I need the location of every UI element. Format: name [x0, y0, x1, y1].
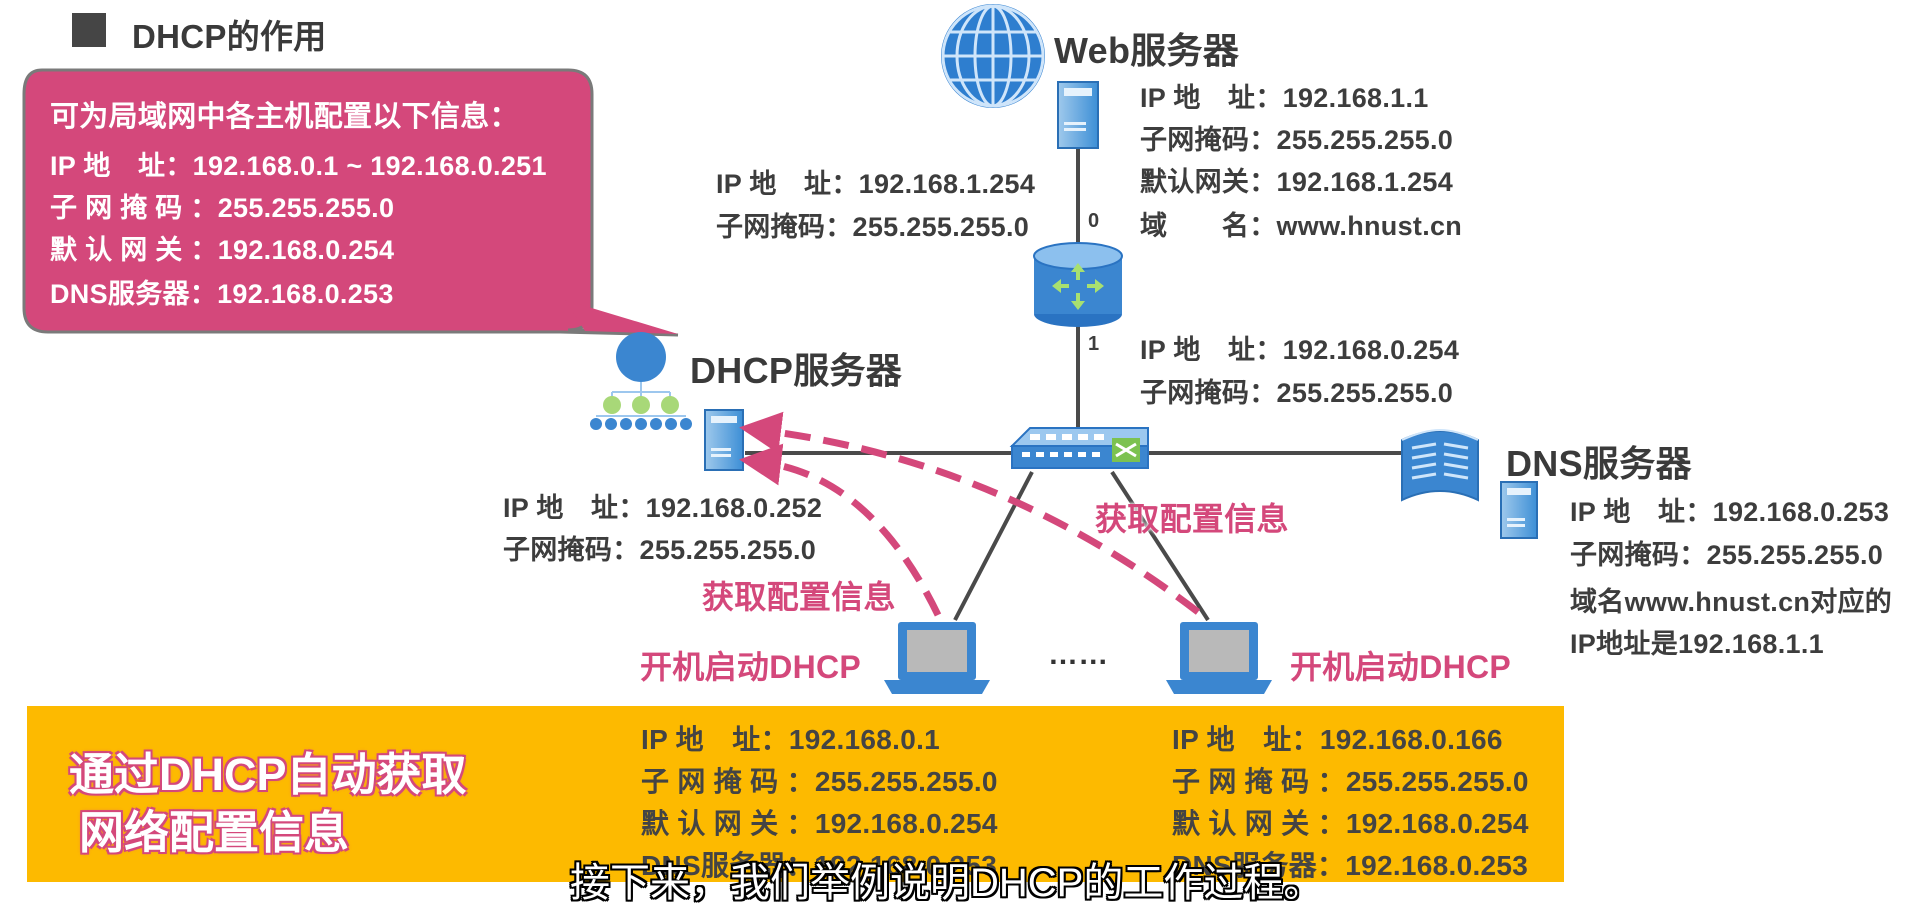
right-host-ip: IP 地 址：192.168.0.166	[1172, 724, 1503, 755]
callout-dns: DNS服务器：192.168.0.253	[50, 279, 394, 309]
left-host-dns: DNS服务器：192.168.0.253	[641, 850, 998, 881]
dhcp-server-label: DHCP服务器	[690, 350, 903, 391]
host-left-label: 开机启动DHCP	[640, 649, 862, 685]
switch-icon	[1009, 427, 1149, 469]
laptop-left-icon	[884, 622, 990, 694]
callout-gateway: 默 认 网 关 ：192.168.0.254	[50, 235, 395, 265]
right-host-mask: 子 网 掩 码 ：255.255.255.0	[1172, 766, 1529, 797]
router-upper-ip: IP 地 址：192.168.1.254	[716, 169, 1036, 199]
globe-icon	[941, 4, 1045, 108]
dns-server-ip: IP 地 址：192.168.0.253	[1570, 497, 1890, 527]
callout-title: 可为局域网中各主机配置以下信息：	[50, 101, 519, 133]
router-port-1: 1	[1088, 333, 1100, 355]
banner-title-line1: 通过DHCP自动获取	[69, 749, 467, 800]
link-switch-host-right	[1110, 470, 1210, 622]
banner-title-line2: 网络配置信息	[78, 807, 349, 858]
section-marker	[72, 13, 106, 47]
arrow-left-host-to-dhcp	[739, 443, 942, 617]
dns-server-record-line2: IP地址是192.168.1.1	[1570, 629, 1824, 659]
router-port-0: 0	[1088, 210, 1100, 232]
dns-server-icon	[1500, 481, 1538, 539]
dhcp-server-ip: IP 地 址：192.168.0.252	[503, 493, 823, 523]
router-lower-ip: IP 地 址：192.168.0.254	[1140, 335, 1460, 365]
web-server-gateway: 默认网关：192.168.1.254	[1140, 167, 1454, 197]
hosts-ellipsis: ……	[1048, 638, 1109, 671]
laptop-right-icon	[1166, 622, 1272, 694]
web-server-ip: IP 地 址：192.168.1.1	[1140, 83, 1429, 113]
callout-tail	[565, 300, 678, 334]
banner-title: 通过DHCP自动获取 网络配置信息	[69, 746, 467, 862]
dns-server-mask: 子网掩码：255.255.255.0	[1570, 540, 1884, 570]
dns-server-label: DNS服务器	[1506, 443, 1692, 484]
web-server-icon	[1057, 81, 1099, 149]
dhcp-server-icon	[704, 409, 744, 471]
web-server-mask: 子网掩码：255.255.255.0	[1140, 125, 1454, 155]
router-upper-mask: 子网掩码：255.255.255.0	[716, 212, 1030, 242]
web-server-label: Web服务器	[1054, 30, 1240, 71]
arrow-right-host-to-dhcp	[739, 411, 1201, 615]
arrow-label-left: 获取配置信息	[702, 579, 896, 615]
dhcp-org-icon	[590, 332, 692, 430]
section-title: DHCP的作用	[132, 18, 327, 55]
right-host-gateway: 默 认 网 关 ：192.168.0.254	[1172, 808, 1529, 839]
left-host-gateway: 默 认 网 关 ：192.168.0.254	[641, 808, 998, 839]
router-icon	[1033, 242, 1123, 327]
web-server-domain: 域 名：www.hnust.cn	[1140, 211, 1463, 241]
host-right-label: 开机启动DHCP	[1290, 649, 1512, 685]
callout-subnet-mask: 子 网 掩 码 ：255.255.255.0	[50, 193, 395, 223]
video-subtitle: 接下来，我们举例说明DHCP的工作过程。	[570, 861, 1324, 905]
right-host-dns: DNS服务器：192.168.0.253	[1172, 850, 1529, 881]
router-lower-mask: 子网掩码：255.255.255.0	[1140, 378, 1454, 408]
dhcp-server-mask: 子网掩码：255.255.255.0	[503, 535, 817, 565]
left-host-ip: IP 地 址：192.168.0.1	[641, 724, 941, 755]
dns-server-record-line1: 域名www.hnust.cn对应的	[1570, 587, 1893, 617]
dns-book-icon	[1401, 428, 1479, 502]
callout-ip-range: IP 地 址：192.168.0.1 ~ 192.168.0.251	[50, 151, 547, 181]
summary-banner: 通过DHCP自动获取 网络配置信息 IP 地 址：192.168.0.1 子 网…	[27, 706, 1564, 882]
link-switch-host-left	[953, 471, 1034, 621]
arrow-label-right: 获取配置信息	[1095, 501, 1289, 537]
left-host-mask: 子 网 掩 码 ：255.255.255.0	[641, 766, 998, 797]
